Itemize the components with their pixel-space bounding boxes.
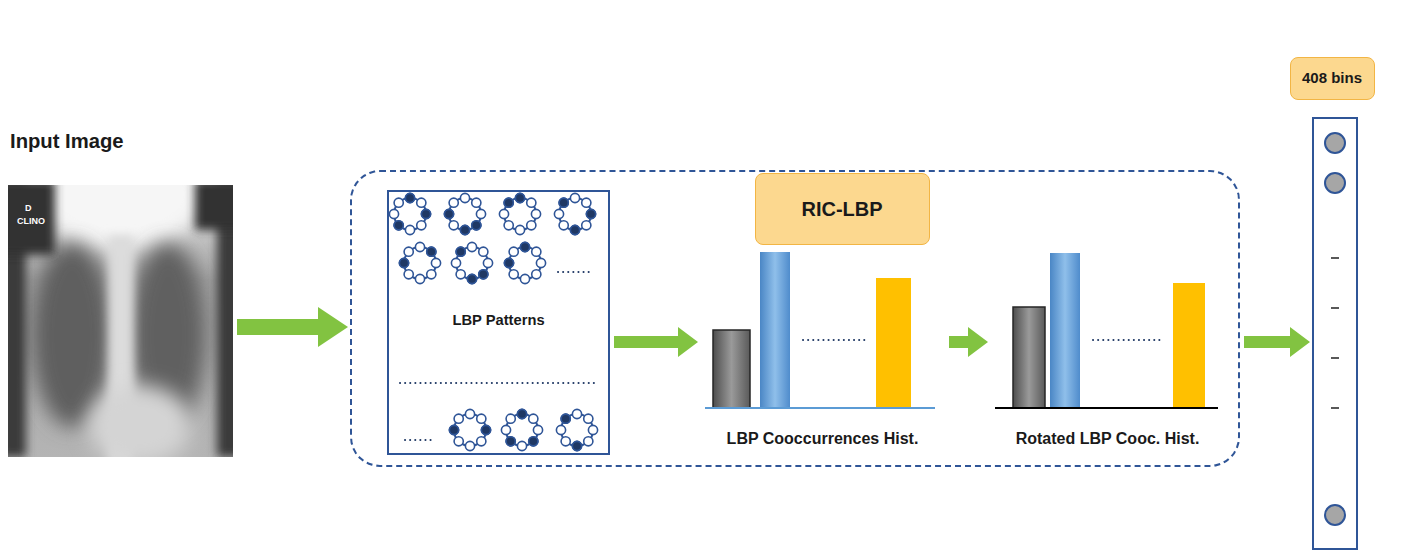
histogram-bar — [1050, 253, 1080, 408]
feature-vector-cells — [1325, 133, 1345, 525]
ellipsis-dots — [1093, 339, 1160, 341]
xray-image — [8, 185, 233, 457]
lbp-pattern — [556, 409, 597, 450]
lbp-pattern — [501, 409, 542, 450]
image-marker-text: CLINO — [17, 216, 45, 227]
vector-gap-mark — [1331, 407, 1339, 409]
xray-corner — [195, 185, 233, 230]
pattern-box: LBP Patterns — [387, 190, 610, 455]
xray-heart — [88, 385, 192, 457]
lbp-pattern — [399, 242, 440, 283]
lbp-pattern — [499, 193, 540, 234]
vector-cell — [1325, 133, 1345, 153]
input-image: Input Image — [8, 128, 233, 457]
rotated-histogram-bars — [995, 253, 1218, 408]
xray-corner — [8, 185, 55, 255]
cooccurrence-histogram-bars — [705, 252, 935, 408]
node-caption: LBP Patterns — [389, 310, 608, 330]
ellipsis-dots — [405, 439, 434, 441]
flow-arrow — [614, 327, 698, 357]
histogram: LBP Cooccurrences Hist. — [700, 245, 945, 455]
image-heading: Input Image — [8, 128, 233, 154]
histogram-bar — [1013, 307, 1045, 408]
method-tag: RIC-LBP — [755, 173, 930, 245]
ellipsis-dots — [803, 339, 868, 341]
ellipsis-dots — [400, 382, 598, 384]
ellipsis-dots — [558, 271, 592, 273]
tag-text: 408 bins — [1302, 68, 1362, 88]
flow-arrow — [949, 327, 988, 357]
dimension-tag: 408 bins — [1290, 57, 1375, 100]
histogram-axis — [705, 407, 935, 409]
histogram-bar — [876, 278, 911, 408]
vector-gap-mark — [1331, 307, 1339, 309]
tag-text: RIC-LBP — [801, 199, 882, 219]
lbp-pattern — [449, 409, 490, 450]
lbp-pattern — [444, 193, 485, 234]
vector-gap-mark — [1331, 357, 1339, 359]
lbp-pattern — [504, 242, 545, 283]
feature-extractor-group: LBP Patterns RIC-LBP LBP Cooccurrences His… — [350, 170, 1240, 467]
histogram-bar — [713, 330, 750, 408]
histogram-bar — [760, 252, 790, 408]
histogram-axis — [995, 407, 1218, 409]
lbp-pattern — [451, 242, 492, 283]
flow-arrow — [1244, 327, 1310, 357]
lbp-pattern — [389, 193, 430, 234]
xray-lung — [32, 243, 112, 427]
rotated-histogram: Rotated LBP Cooc. Hist. — [990, 245, 1225, 455]
feature-vector — [1312, 117, 1358, 550]
vector-gap-mark — [1331, 257, 1339, 259]
image-marker-text: D — [25, 203, 32, 214]
histogram-bar — [1173, 283, 1205, 408]
vector-cell — [1325, 505, 1345, 525]
flow-arrow — [237, 307, 348, 347]
node-caption: LBP Cooccurrences Hist. — [727, 429, 919, 449]
node-caption: Rotated LBP Cooc. Hist. — [1016, 429, 1200, 449]
lbp-pattern — [554, 193, 595, 234]
vector-cell — [1325, 173, 1345, 193]
